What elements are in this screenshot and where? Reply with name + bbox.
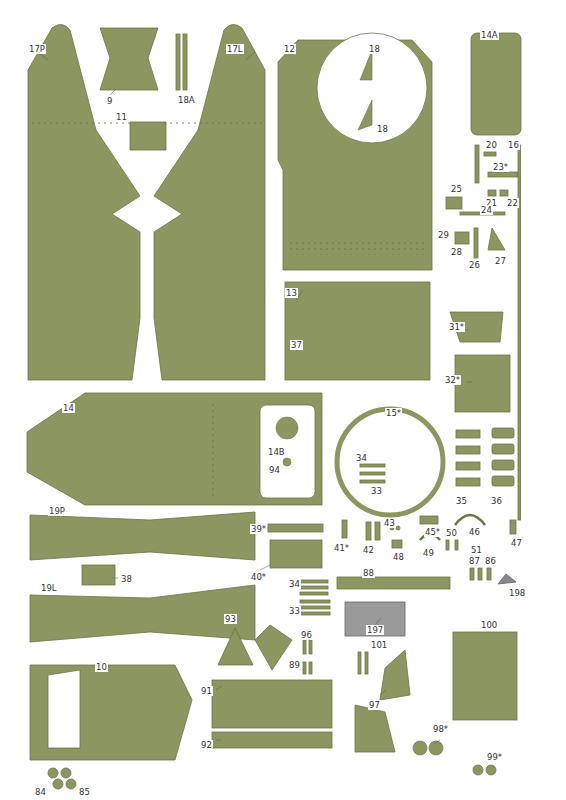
callout-number: 35 (455, 496, 468, 506)
callout-number: 33 (288, 606, 301, 616)
callout-number: 197 (366, 625, 384, 635)
callout-number: 14 (62, 403, 75, 413)
callout-number: 24 (480, 205, 493, 215)
part-strip (492, 444, 514, 454)
callout-number: 86 (484, 556, 497, 566)
callout-number: 27 (494, 256, 507, 266)
part-strip (492, 476, 514, 486)
callout-number: 12 (283, 44, 296, 54)
callout-number: 198 (508, 588, 526, 598)
callout-number: 29 (437, 230, 450, 240)
callout-number: 49 (422, 548, 435, 558)
callout-number: 17L (226, 44, 244, 54)
callout-number: 42 (362, 545, 375, 555)
callout-number: 26 (468, 260, 481, 270)
callout-number: 32* (444, 375, 461, 385)
part-strip (456, 430, 480, 438)
callout-number: 97 (368, 700, 381, 710)
callout-number: 84 (34, 787, 47, 797)
callout-number: 36 (490, 496, 503, 506)
callout-number: 11 (115, 112, 128, 122)
callout-number: 47 (510, 538, 523, 548)
callout-number: 46 (468, 527, 481, 537)
callout-number: 88 (362, 568, 375, 578)
callout-number: 9 (106, 96, 113, 106)
callout-number: 45* (424, 527, 441, 537)
callout-number: 98* (432, 724, 449, 734)
part-strip (492, 428, 514, 438)
callout-number: 23* (492, 162, 509, 172)
callout-number: 40* (250, 572, 267, 582)
callout-number: 14A (480, 30, 499, 40)
callout-number: 39* (250, 524, 267, 534)
callout-number: 87 (468, 556, 481, 566)
callout-number: 34 (288, 579, 301, 589)
callout-number: 37 (290, 340, 303, 350)
callout-number: 13 (285, 288, 298, 298)
callout-number: 41* (333, 543, 350, 553)
callout-number: 19L (40, 583, 58, 593)
callout-number: 19P (48, 506, 66, 516)
part-strip (492, 460, 514, 470)
callout-number: 43 (383, 518, 396, 528)
part-strip (456, 462, 480, 470)
callout-number: 51 (470, 545, 483, 555)
callout-number: 96 (300, 630, 313, 640)
callout-number: 14B (267, 447, 286, 457)
callout-number: 18 (368, 44, 381, 54)
callout-number: 34 (355, 453, 368, 463)
callout-number: 50 (445, 528, 458, 538)
callout-number: 93 (224, 614, 237, 624)
part-strip (456, 446, 480, 454)
callout-number: 33 (370, 486, 383, 496)
callout-number: 18A (177, 95, 196, 105)
callout-number: 18 (376, 124, 389, 134)
callout-number: 89 (288, 660, 301, 670)
callout-number: 15* (385, 408, 402, 418)
callout-number: 38 (120, 574, 133, 584)
callout-number: 20 (485, 140, 498, 150)
part-strip (456, 478, 480, 486)
callout-number: 31* (448, 322, 465, 332)
callout-number: 10 (95, 662, 108, 672)
callout-number: 17P (28, 44, 46, 54)
callout-number: 16 (507, 140, 520, 150)
callout-number: 100 (480, 620, 498, 630)
callout-number: 28 (450, 247, 463, 257)
callout-number: 91 (200, 686, 213, 696)
callout-number: 99* (486, 752, 503, 762)
callout-number: 92 (200, 740, 213, 750)
callout-number: 22 (506, 198, 519, 208)
callout-number: 94 (268, 465, 281, 475)
callout-number: 85 (78, 787, 91, 797)
callout-number: 25 (450, 184, 463, 194)
callout-number: 48 (392, 552, 405, 562)
callout-number: 101 (370, 640, 388, 650)
